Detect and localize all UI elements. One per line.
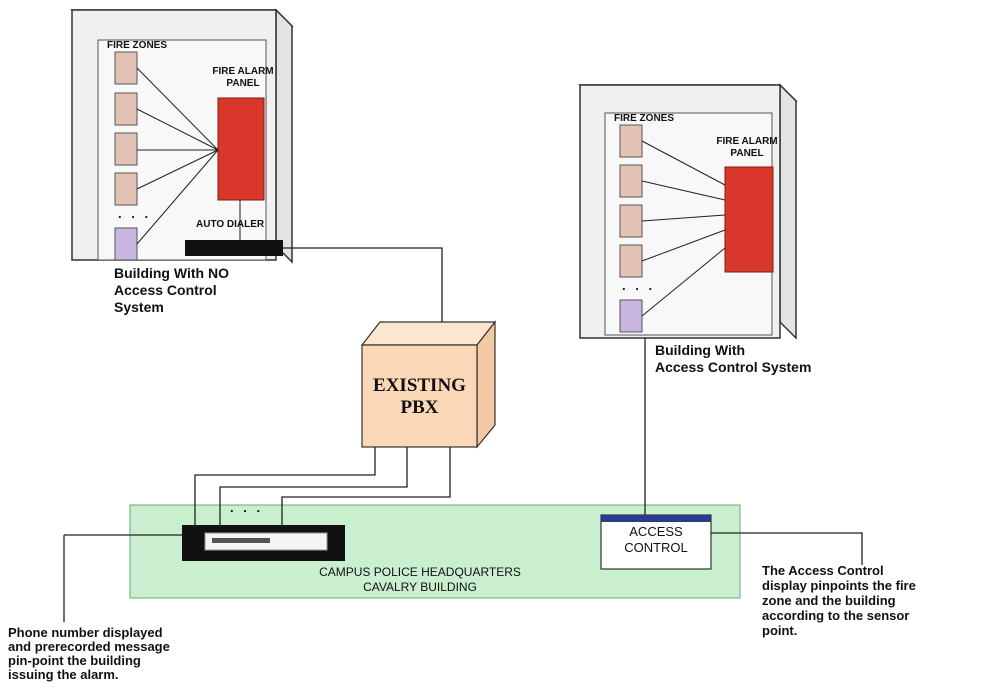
- hq-dots: . . .: [230, 500, 264, 515]
- left-dots: . . .: [118, 206, 152, 221]
- right-fire-zones: [619, 124, 643, 333]
- pbx-to-hq-lines: [194, 447, 451, 525]
- fire-zone: [619, 124, 643, 158]
- auto-dialer: [185, 240, 283, 256]
- left-note: Phone number displayed and prerecorded m…: [8, 625, 170, 682]
- fire-zone: [114, 92, 138, 126]
- right-dots: . . .: [622, 278, 656, 293]
- fire-zone: [114, 227, 138, 261]
- right-building-caption: Building With Access Control System: [655, 342, 812, 375]
- right-fire-zones-label: FIRE ZONES: [614, 113, 675, 124]
- hq-label: CAMPUS POLICE HEADQUARTERS CAVALRY BUILD…: [319, 565, 521, 594]
- fire-zone: [619, 299, 643, 333]
- fire-zone: [619, 244, 643, 278]
- phone-display-text-icon: [212, 538, 270, 543]
- left-building-caption: Building With NO Access Control System: [114, 265, 229, 315]
- fire-zone: [114, 132, 138, 166]
- right-panel-label: FIRE ALARM PANEL: [716, 136, 778, 159]
- left-zone-wires: [136, 67, 219, 245]
- fire-zone: [114, 51, 138, 85]
- pbx-box: [360, 320, 497, 449]
- access-control-label: ACCESS CONTROL: [624, 524, 688, 555]
- right-note: The Access Control display pinpoints the…: [762, 563, 916, 638]
- access-control-titlebar: [601, 515, 711, 522]
- dialer-to-pbx-line: [283, 247, 443, 322]
- access-control-unit: [600, 514, 712, 570]
- left-fire-zones-label: FIRE ZONES: [107, 40, 168, 51]
- pbx-label: EXISTING PBX: [373, 375, 466, 418]
- left-panel-label: FIRE ALARM PANEL: [212, 66, 274, 89]
- fire-zone: [619, 164, 643, 198]
- right-zone-wires: [641, 140, 726, 317]
- auto-dialer-label: AUTO DIALER: [196, 219, 265, 230]
- fire-zone: [619, 204, 643, 238]
- left-fire-zones: [114, 51, 138, 261]
- left-fire-alarm-panel: [217, 97, 265, 201]
- fire-zone: [114, 172, 138, 206]
- right-fire-alarm-panel: [724, 166, 774, 273]
